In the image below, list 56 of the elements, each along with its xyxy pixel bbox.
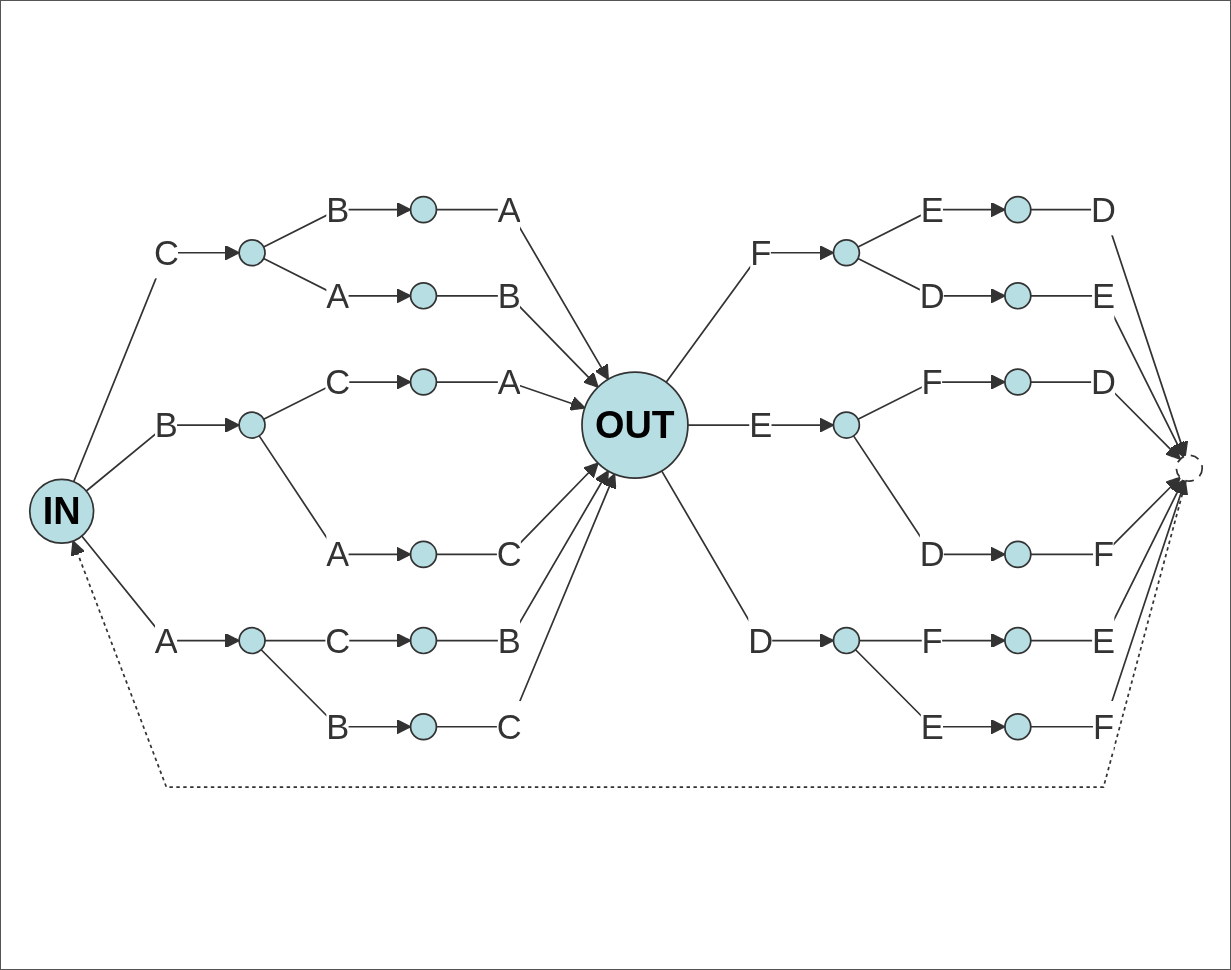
edge-label: C <box>496 707 522 746</box>
node-circle <box>1003 281 1032 310</box>
edge-label: D <box>919 276 945 315</box>
edge-label: B <box>497 621 521 660</box>
edge-label: B <box>325 707 349 746</box>
node-circle <box>409 540 437 568</box>
edge-label: C <box>324 621 350 660</box>
edge-label: A <box>154 621 178 660</box>
node-circle <box>832 238 860 267</box>
node-circle <box>409 195 437 223</box>
node-circle <box>1003 626 1032 654</box>
node-circle <box>1003 540 1032 568</box>
arrow <box>664 244 834 383</box>
edge-label: E <box>920 707 944 746</box>
edge-label: B <box>325 190 349 229</box>
node-circle <box>409 626 437 654</box>
edge-label: D <box>1090 190 1116 229</box>
node-circle <box>237 238 266 267</box>
edge-label: C <box>153 233 179 272</box>
node-circle <box>409 281 437 310</box>
edge-label: F <box>1092 534 1114 573</box>
edge-label: F <box>1092 707 1114 746</box>
edge-label: C <box>324 362 350 401</box>
edge-label: A <box>497 190 521 229</box>
node-circle <box>237 626 266 654</box>
node-circle <box>832 410 860 439</box>
node-circle <box>1003 367 1032 396</box>
edge-label: D <box>747 621 773 660</box>
arrow <box>435 472 616 728</box>
arrow <box>435 208 609 380</box>
edge-label: E <box>1091 276 1115 315</box>
node-circle: IN <box>28 478 94 544</box>
node-circle <box>409 712 437 741</box>
edge-label: E <box>920 190 944 229</box>
node-circle <box>409 367 437 396</box>
arrow <box>70 479 1187 788</box>
edge-label: A <box>325 534 349 573</box>
node-circle <box>1175 453 1203 482</box>
arrow <box>435 469 609 641</box>
node-circle: OUT <box>580 370 689 479</box>
node-circle <box>1003 712 1032 741</box>
edge-label: E <box>1091 621 1115 660</box>
edge-label: E <box>748 405 772 444</box>
edge-label: B <box>497 276 521 315</box>
edge-label: F <box>749 233 771 272</box>
edge-label: D <box>919 534 945 573</box>
edge-label: C <box>496 534 522 573</box>
edge-label: F <box>921 621 943 660</box>
edge-label: D <box>1090 362 1116 401</box>
edge-label: A <box>325 276 349 315</box>
node-circle <box>1003 195 1032 223</box>
node-circle <box>237 410 266 439</box>
edge-label: A <box>497 362 521 401</box>
edge-label: F <box>921 362 943 401</box>
edge-label: B <box>154 405 178 444</box>
node-circle <box>832 626 860 654</box>
